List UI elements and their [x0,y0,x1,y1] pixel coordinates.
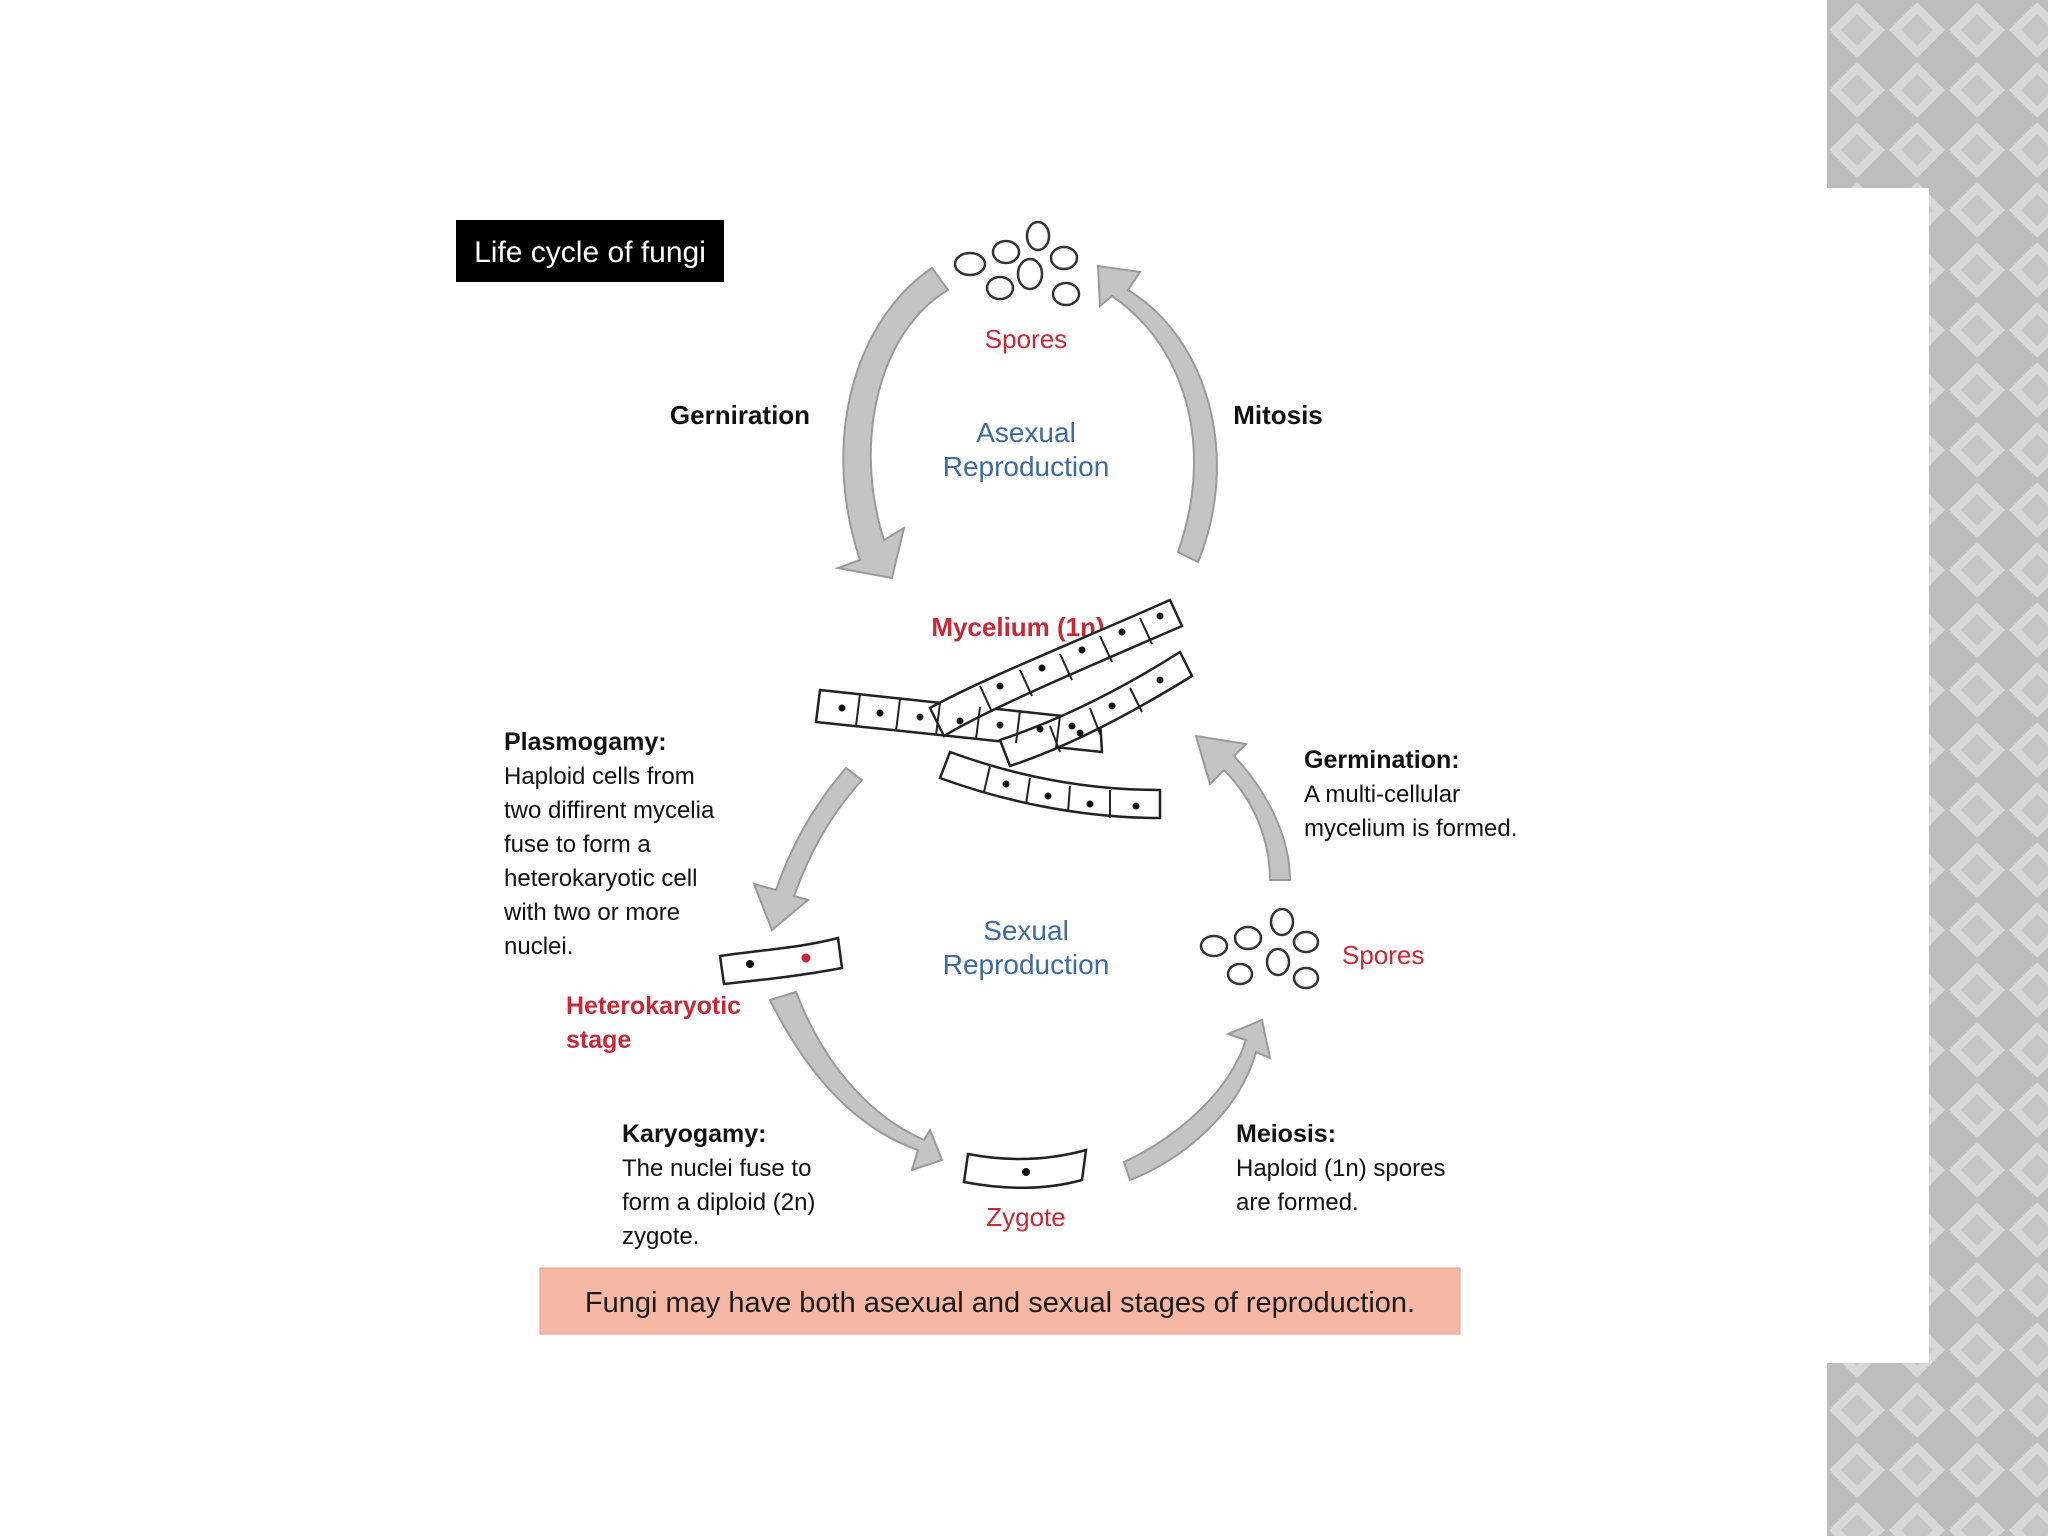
caption-box [539,1267,1461,1335]
plasmogamy-line-3: fuse to form a [504,831,651,858]
caption-text: Fungi may have both asexual and sexual s… [585,1287,1415,1319]
mycelium-label: Mycelium (1n) [931,612,1104,642]
mitosis-arrow [1096,264,1218,564]
karyogamy-arrow [768,990,944,1172]
heterokaryotic-label: Heterokaryotic [566,992,741,1020]
plasmogamy-line-2: two diffirent mycelia [504,797,715,824]
sexual-spores-label: Spores [1342,940,1424,970]
germination-sexual-arrow [1194,734,1292,881]
karyogamy-line-3: zygote. [622,1223,699,1250]
title-box [456,220,724,282]
zygote-label: Zygote [986,1202,1066,1232]
meiosis-arrow [1122,1018,1272,1182]
sexual-spores-cluster [1199,907,1320,990]
plasmogamy-line-5: with two or more [503,899,680,926]
karyogamy-line-2: form a diploid (2n) [622,1189,815,1216]
heterokaryotic-stage-label: stage [566,1026,631,1054]
sexual-label: Sexual [983,915,1069,946]
plasmogamy-line-6: nuclei. [504,933,573,960]
sexual-reproduction-label: Reproduction [943,949,1110,980]
white-panel-strip [1827,188,1929,1363]
mycelium-hyphae [814,598,1194,820]
asexual-spores-cluster [953,220,1081,307]
plasmogamy-heading: Plasmogamy: [504,728,667,756]
asexual-spores-label: Spores [985,324,1067,354]
plasmogamy-line-4: heterokaryotic cell [504,865,697,892]
germination-arrow [834,266,950,580]
asexual-reproduction-label: Reproduction [943,451,1110,482]
plasmogamy-line-1: Haploid cells from [504,763,695,790]
mitosis-label: Mitosis [1233,400,1323,430]
germination-line-2: mycelium is formed. [1304,815,1517,842]
plasmogamy-arrow [752,766,864,932]
heterokaryotic-cell [718,936,844,986]
meiosis-line-2: are formed. [1236,1189,1359,1216]
meiosis-heading: Meiosis: [1236,1120,1336,1148]
karyogamy-heading: Karyogamy: [622,1120,767,1148]
karyogamy-line-1: The nuclei fuse to [622,1155,811,1182]
asexual-label: Asexual [976,417,1076,448]
gerniration-label: Gerniration [670,400,810,430]
germination-heading: Germination: [1304,746,1460,774]
germination-line-1: A multi-cellular [1304,781,1460,808]
meiosis-line-1: Haploid (1n) spores [1236,1155,1445,1182]
zygote-cell [962,1148,1088,1190]
title-text: Life cycle of fungi [474,236,706,269]
